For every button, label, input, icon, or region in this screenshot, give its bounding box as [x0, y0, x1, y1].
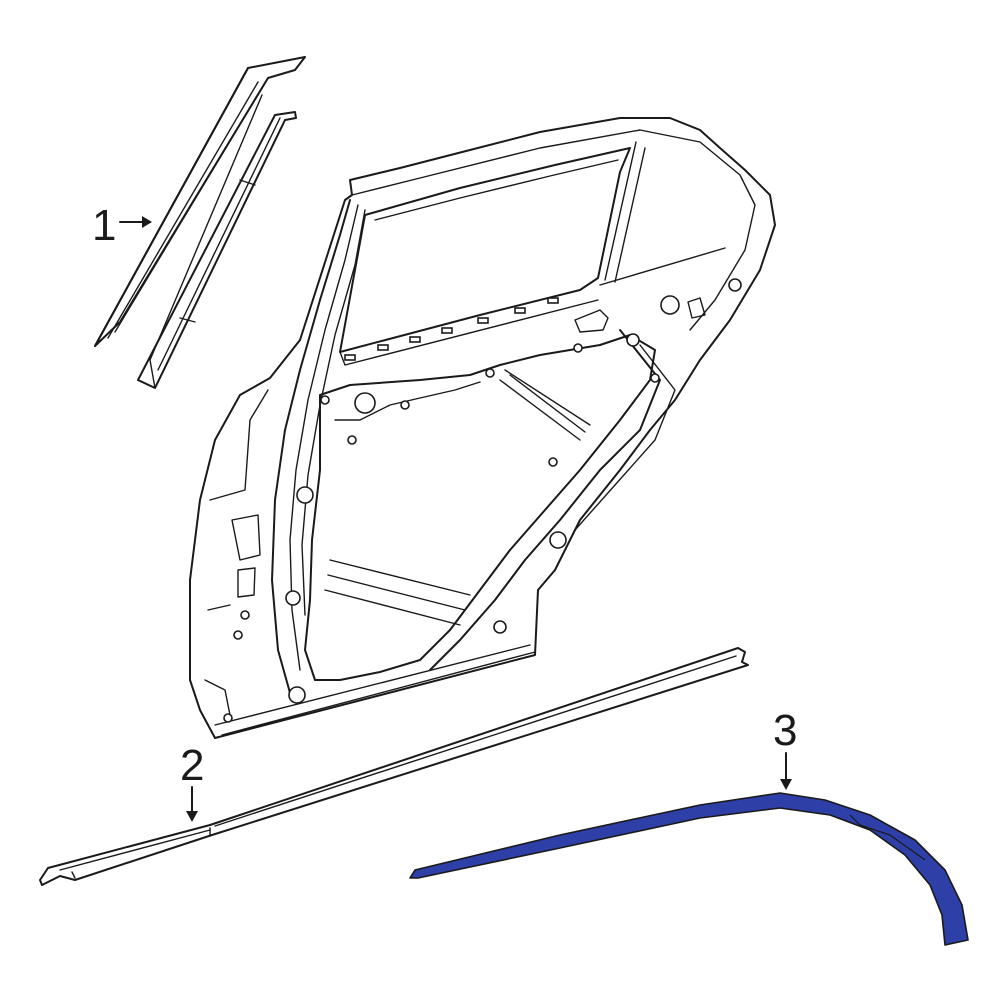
callout-3: 3 — [773, 706, 797, 790]
callout-2-label: 2 — [180, 741, 204, 790]
callout-1: 1 — [92, 201, 152, 250]
callout-3-arrowhead — [780, 779, 792, 790]
part-3-weatherstrip[interactable] — [409, 792, 969, 946]
callout-2-arrowhead — [186, 811, 198, 822]
callout-2: 2 — [180, 741, 204, 822]
callout-1-arrowhead — [142, 216, 152, 228]
rear-door-shell — [189, 117, 776, 739]
callout-3-label: 3 — [773, 706, 797, 755]
part-1-window-channel[interactable] — [94, 56, 306, 389]
sill-clips — [344, 297, 559, 361]
callout-1-label: 1 — [92, 201, 116, 250]
part-2-belt-molding[interactable] — [39, 647, 749, 886]
